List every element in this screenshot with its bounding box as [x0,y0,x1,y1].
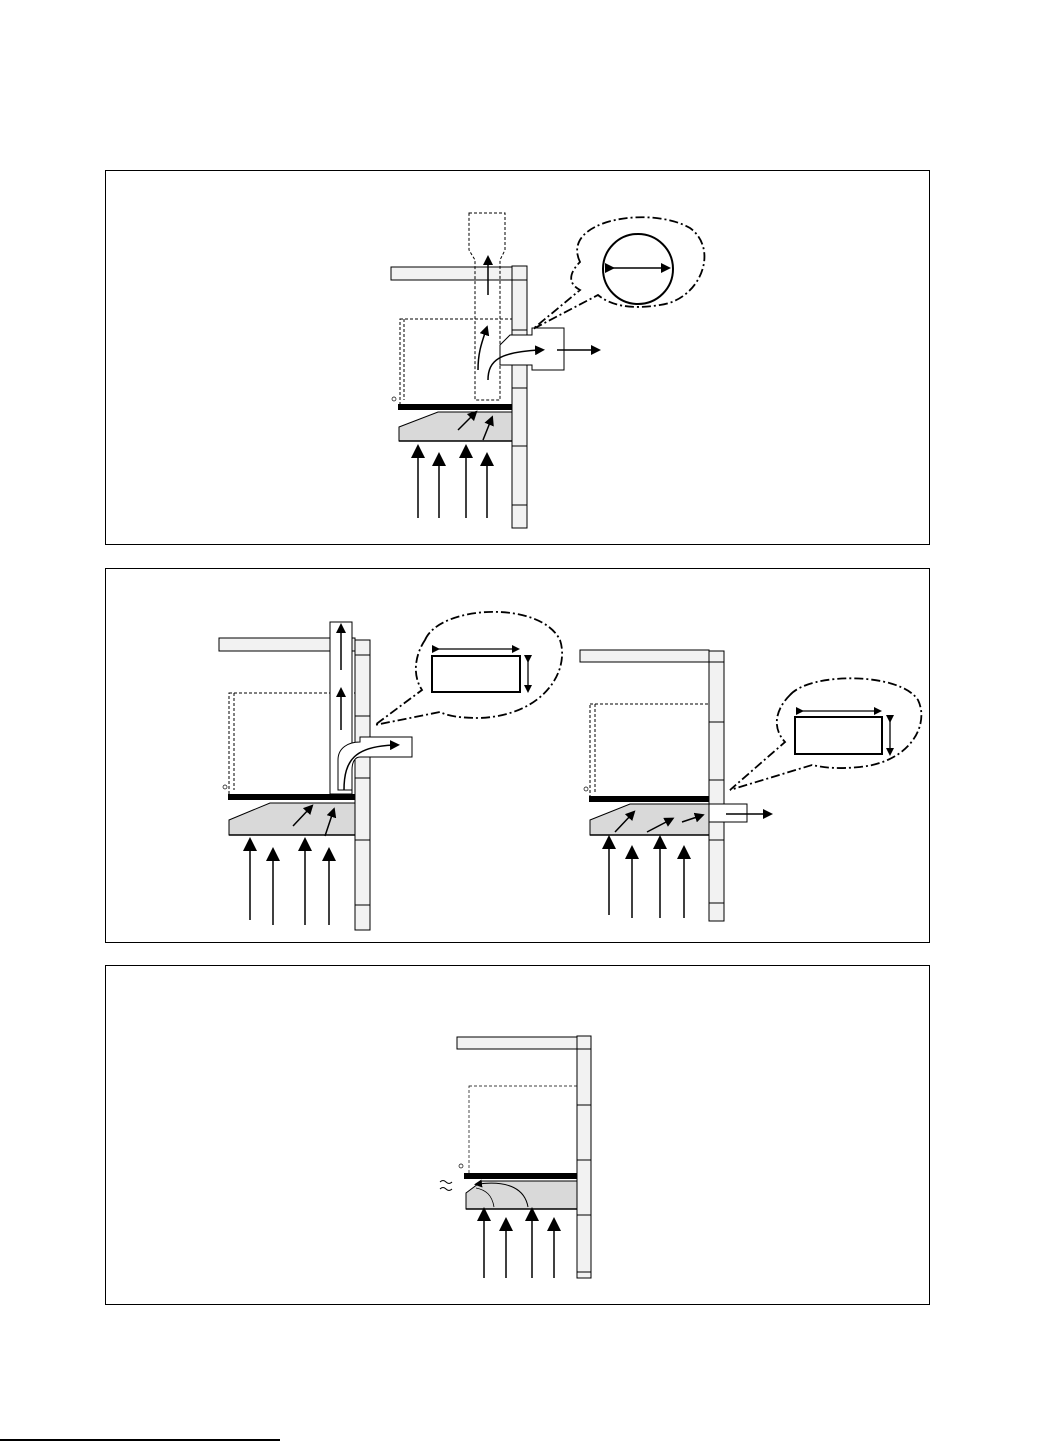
top-shelf [391,267,512,280]
hood-body [229,803,355,835]
wall-cabinet [590,704,709,797]
wall [577,1036,591,1278]
top-shelf [580,650,709,662]
rect-duct-section [795,717,882,754]
hood-top-bar [228,794,355,800]
diagram-3 [440,1036,591,1278]
round-duct-callout [533,217,704,329]
vertical-duct [469,213,505,400]
hood-body [466,1181,577,1209]
rect-duct-callout [375,612,562,725]
hood-top-bar [464,1173,577,1179]
hood-body [399,412,512,441]
wall-cabinet [469,1086,577,1174]
wall [355,640,370,930]
hood-top-bar [589,796,709,802]
side-duct-outlet [709,804,747,822]
wall [512,266,527,528]
bottom-rule [0,1439,280,1441]
rect-duct-callout [730,678,921,790]
wall [709,651,724,921]
round-duct-section [603,234,673,304]
diagram-1 [391,213,704,528]
hood-top-bar [398,404,512,410]
airflow-arrows [250,628,395,925]
top-shelf [457,1037,577,1049]
diagram-2a [219,612,562,930]
diagram-2b [580,650,921,921]
rect-duct-section [432,656,520,692]
side-duct-outlet [500,328,564,370]
